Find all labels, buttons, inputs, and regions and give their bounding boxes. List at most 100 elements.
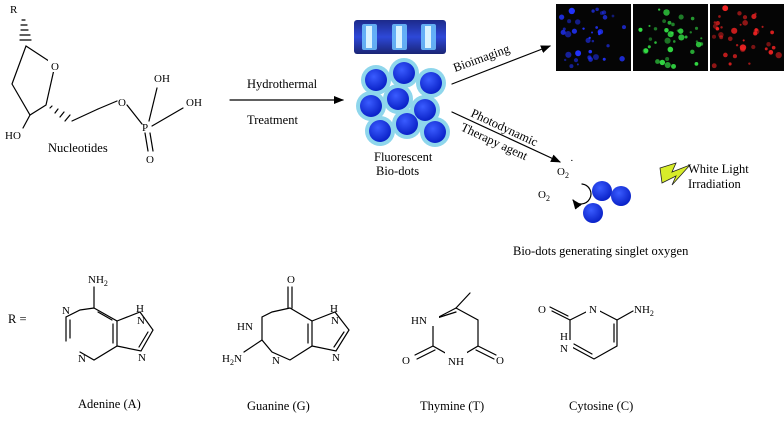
biodot — [365, 69, 387, 91]
furanose-ring — [11, 45, 56, 116]
bioimaging-arrow — [451, 45, 551, 85]
cell-spot — [748, 62, 751, 65]
cell-spot — [564, 31, 572, 38]
cell-spot — [732, 54, 737, 59]
cell-spot — [559, 14, 565, 20]
cell-spot — [570, 9, 573, 12]
cytosine-name: Cytosine (C) — [569, 399, 633, 413]
lightning-bolt-icon — [659, 162, 691, 186]
cell-spot — [667, 46, 674, 53]
cell-spot — [611, 14, 615, 18]
cell-spot — [727, 36, 733, 42]
o-p-bond-1 — [97, 100, 118, 110]
cell-spot — [711, 63, 717, 69]
cell-spot — [739, 46, 746, 53]
cell-spot — [655, 59, 660, 64]
cell-spot — [560, 29, 566, 35]
cytosine-h: H — [560, 331, 568, 343]
cell-spot — [735, 43, 739, 47]
oh-top-label: OH — [154, 73, 170, 85]
cell-spot — [662, 19, 667, 24]
cell-spot — [672, 40, 676, 43]
cell-spot — [591, 31, 594, 34]
guanine-n9h: H — [330, 303, 338, 315]
cell-spot — [593, 54, 599, 60]
cell-spot — [751, 13, 757, 20]
cell-spot — [723, 52, 728, 58]
c3-oh-bond — [22, 114, 31, 129]
cell-spot — [742, 20, 748, 26]
biodots-cluster — [356, 58, 450, 147]
conversion-curved-arrow — [572, 183, 592, 210]
cell-spot — [775, 51, 782, 59]
cell-spot — [664, 28, 669, 33]
cell-spot — [658, 8, 661, 11]
c4-ch2-hashed-bond — [49, 105, 71, 122]
imaging-panels — [556, 4, 784, 71]
oh-right-label: OH — [186, 97, 202, 109]
cell-spot — [574, 19, 581, 25]
cell-spot — [684, 35, 688, 39]
cell-spot — [591, 9, 595, 13]
adenine-n7: N — [138, 352, 146, 364]
cytosine-structure: O N NH2 H N Cytosine (C) — [538, 301, 654, 413]
cell-spot — [676, 29, 680, 32]
cell-spot — [576, 63, 579, 66]
cell-spot — [602, 15, 608, 20]
adenine-n9h: H — [136, 303, 144, 315]
cell-spot — [739, 44, 747, 51]
r-equals-label: R = — [8, 312, 27, 326]
p-oxo-bond-2 — [149, 132, 154, 152]
cell-spot — [713, 21, 717, 24]
cell-spot — [664, 62, 671, 69]
cell-spot — [768, 49, 774, 55]
cell-spot — [719, 35, 724, 40]
cell-spot — [565, 51, 572, 58]
singlet-oxygen-scheme: O2 · O2 White Light Irradiation Bio-dots… — [513, 155, 749, 258]
adenine-structure: NH2 N N H N N Adenine (A) — [62, 274, 154, 411]
adenine-n9: N — [137, 315, 145, 327]
cell-spot — [753, 28, 760, 35]
cell-spot — [653, 27, 658, 31]
cell-spot — [671, 22, 675, 27]
cytosine-n3: N — [589, 304, 597, 316]
biodot — [369, 120, 391, 142]
o2-ground: O2 — [538, 189, 550, 203]
cell-spot — [712, 23, 718, 29]
cell-spot — [598, 32, 601, 36]
cell-spot — [659, 59, 666, 66]
cell-spot — [582, 27, 585, 30]
thymine-structure: HN O NH O Thymine (T) — [402, 292, 504, 413]
cell-spot — [694, 26, 699, 30]
cell-spot — [562, 27, 566, 31]
o2-excited: O2 — [557, 166, 569, 180]
cell-spot — [606, 44, 610, 48]
thymine-nh3: NH — [448, 356, 464, 368]
cell-spot — [647, 45, 651, 49]
guanine-n7: N — [332, 352, 340, 364]
hashed-wedge-bond — [19, 19, 32, 41]
cell-spot — [665, 56, 670, 61]
cell-spot — [621, 25, 627, 30]
bioimaging-label: Bioimaging — [451, 41, 512, 75]
biodot — [393, 62, 415, 84]
imaging-panel-green — [633, 4, 708, 71]
cell-spot — [718, 32, 724, 38]
treatment-label: Treatment — [247, 113, 298, 127]
cell-spot — [588, 57, 593, 62]
cell-spot — [689, 31, 692, 34]
biodot-irradiated-3 — [583, 203, 603, 223]
cell-spot — [599, 11, 604, 16]
cell-spot — [715, 21, 720, 26]
cell-spot — [568, 7, 575, 15]
cell-spot — [663, 9, 670, 16]
link-oxygen: O — [118, 97, 126, 109]
thymine-name: Thymine (T) — [420, 399, 484, 413]
cell-spot — [671, 63, 676, 69]
cell-spot — [567, 19, 572, 24]
cell-spot — [575, 50, 582, 57]
adenine-nh2: NH2 — [88, 274, 108, 288]
cell-spot — [595, 7, 599, 12]
thymine-hn1: HN — [411, 315, 427, 327]
biodot-irradiated-2 — [611, 186, 631, 206]
